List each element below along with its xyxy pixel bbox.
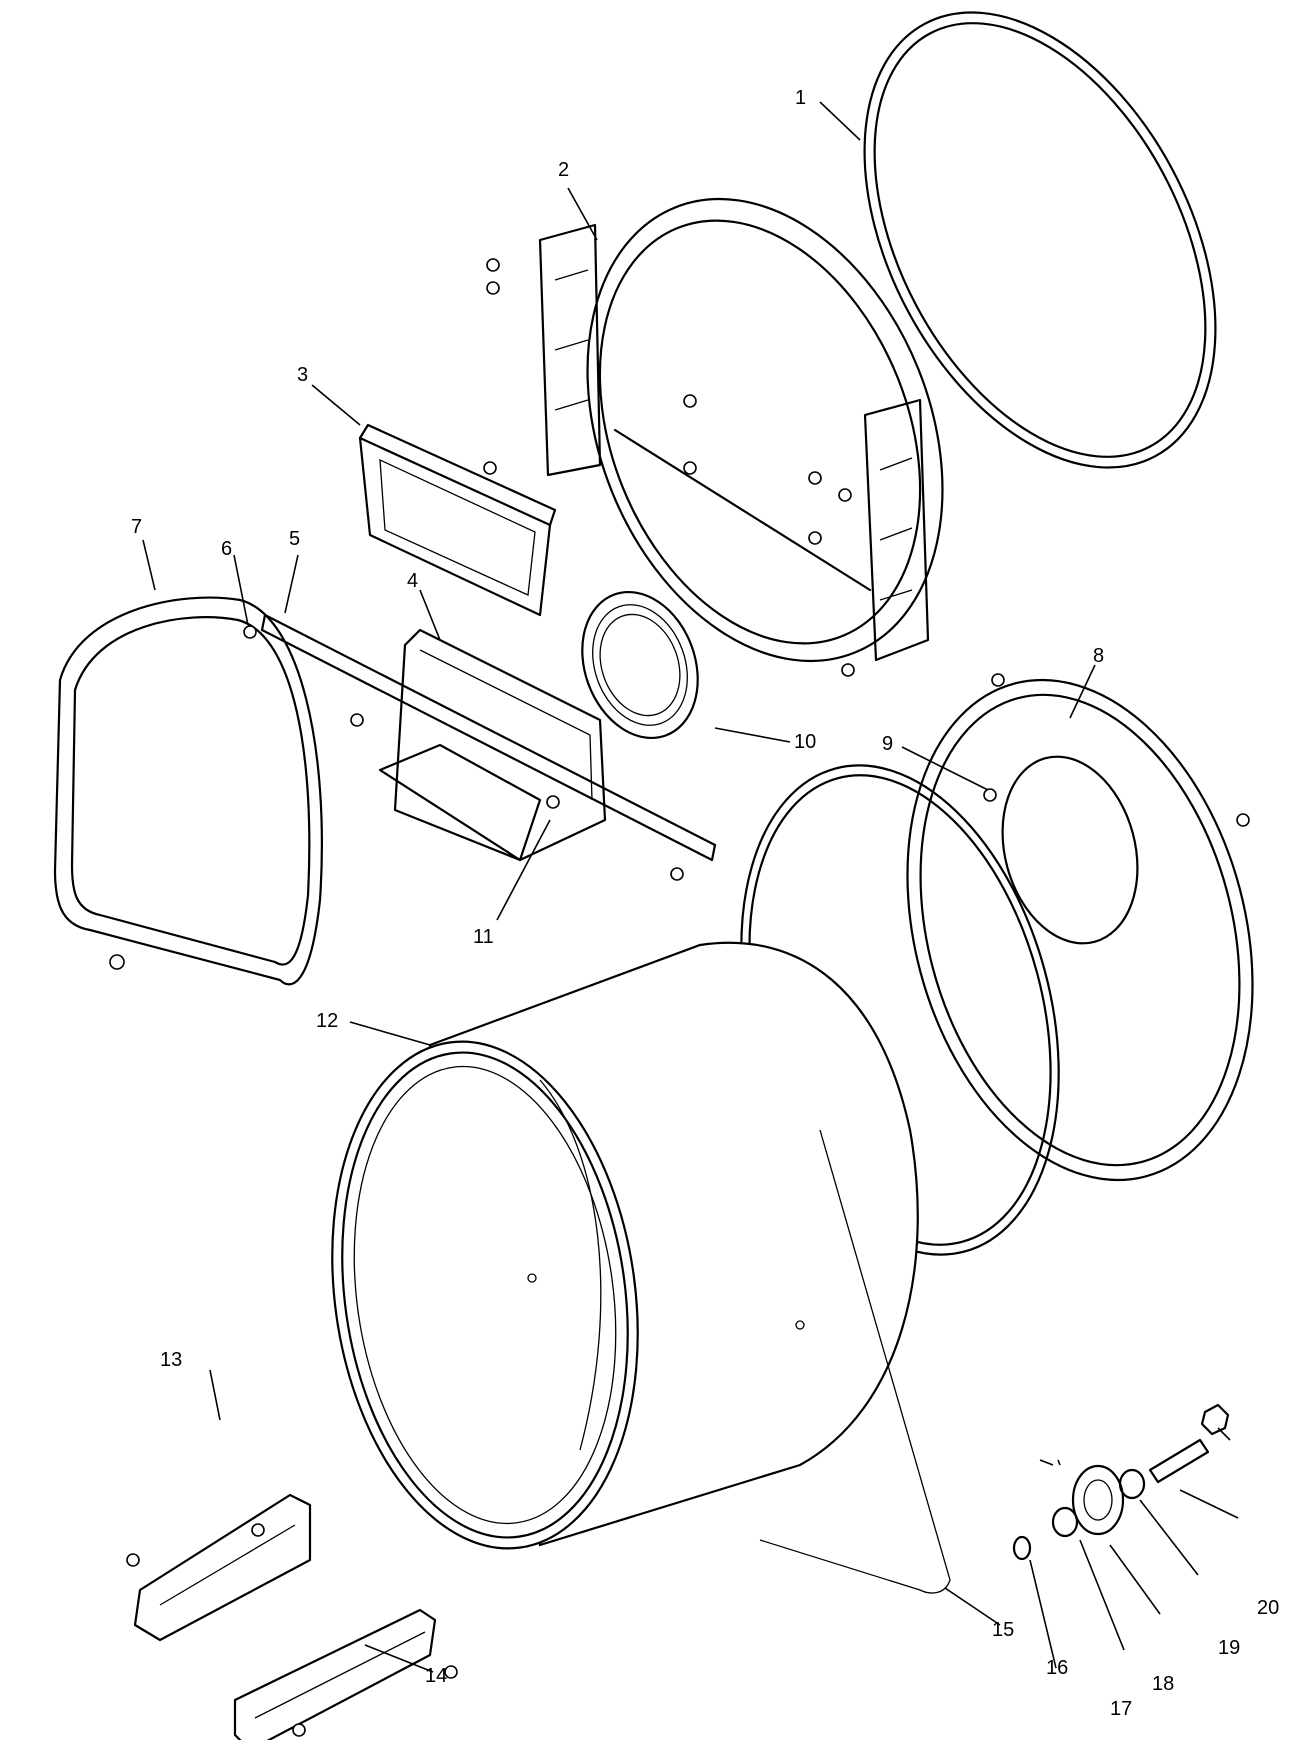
- part-3-lint-filter: [358, 423, 557, 617]
- callout-3: 3: [297, 364, 308, 386]
- callout-6: 6: [221, 538, 232, 560]
- part-15-drive-belt: [759, 1129, 951, 1594]
- part-17-washer-a: [1051, 1506, 1079, 1538]
- part-14-bottom-duct: [233, 1608, 437, 1740]
- part-5-bracket-strip: [260, 613, 717, 862]
- callout-14: 14: [425, 1665, 447, 1687]
- part-7-front-panel: [53, 596, 323, 986]
- callout-7: 7: [131, 516, 142, 538]
- part-18-roller: [1071, 1464, 1125, 1536]
- callouts: 1 2 3 4 5 6 7 8 9 10 11 12 13 14 15 16 1…: [131, 87, 1279, 1720]
- callout-12: 12: [316, 1010, 338, 1032]
- callout-18: 18: [1152, 1673, 1174, 1695]
- callout-2: 2: [558, 159, 569, 181]
- callout-20: 20: [1257, 1597, 1279, 1619]
- part-20-nut: [1200, 1403, 1230, 1436]
- screws: [109, 258, 1250, 1737]
- part-2-front-bulkhead: [538, 197, 944, 663]
- callout-13: 13: [160, 1349, 182, 1371]
- callout-4: 4: [407, 570, 418, 592]
- part-19-axle: [1148, 1438, 1210, 1484]
- callout-16: 16: [1046, 1657, 1068, 1679]
- part-4-duct-housing: [378, 628, 607, 862]
- callout-1: 1: [795, 87, 806, 109]
- part-16-retainer: [1012, 1535, 1032, 1561]
- callout-11: 11: [473, 926, 494, 948]
- leader-lines: [142, 101, 1239, 1673]
- part-17-washer-b: [1118, 1468, 1146, 1500]
- callout-9: 9: [882, 733, 893, 755]
- callout-15: 15: [992, 1619, 1014, 1641]
- callout-19: 19: [1218, 1637, 1240, 1659]
- part-6-screw: [243, 625, 257, 639]
- part-12-drum: [331, 941, 919, 1550]
- callout-8: 8: [1093, 645, 1104, 667]
- part-13-duct: [133, 1493, 312, 1642]
- callout-17-lower: 17: [1110, 1698, 1132, 1720]
- part-9-screw: [983, 788, 997, 802]
- part-10-duct-seal: [581, 590, 699, 740]
- callout-10: 10: [794, 731, 816, 753]
- part-1-seal-ring: [863, 11, 1217, 469]
- roller-assembly: [1012, 1403, 1230, 1561]
- part-8-rear-bulkhead: [906, 678, 1254, 1182]
- callout-5: 5: [289, 528, 300, 550]
